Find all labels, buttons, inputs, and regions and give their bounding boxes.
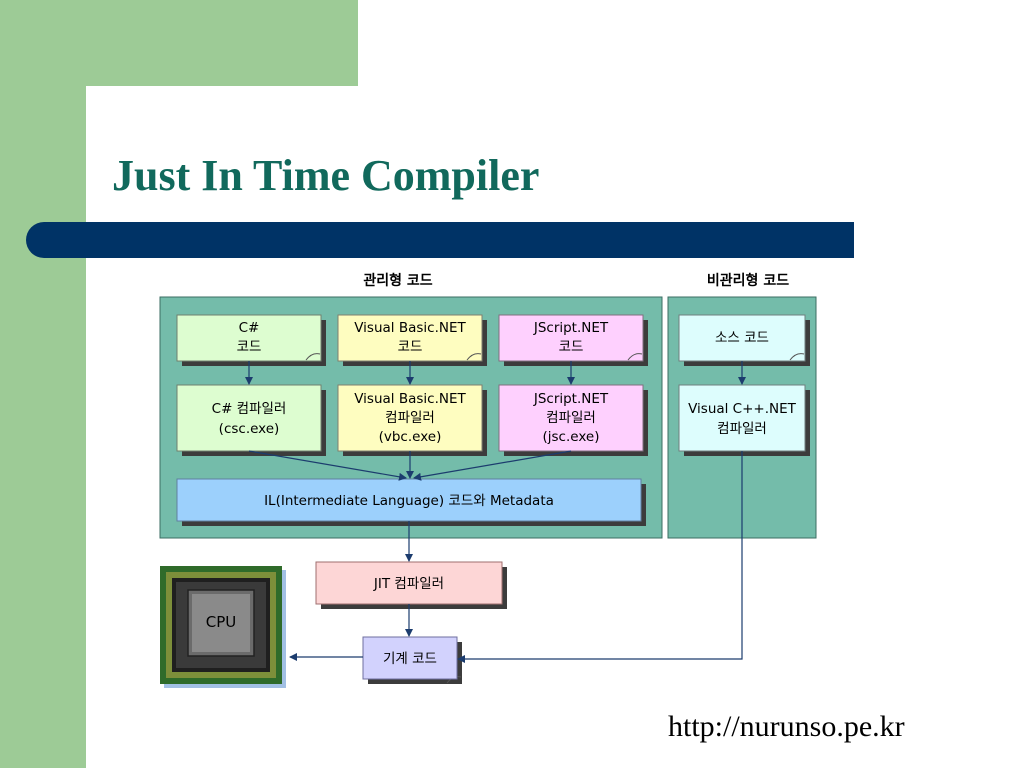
source-code-label: 소스 코드 xyxy=(715,330,769,346)
cpu-chip-icon xyxy=(160,566,286,688)
jscript-code-label-1: JScript.NET xyxy=(533,320,609,336)
source-url[interactable]: http://nurunso.pe.kr xyxy=(668,710,905,743)
vb-code-label-2: 코드 xyxy=(398,339,423,355)
jit-compiler-box xyxy=(315,561,503,605)
csharp-compiler-label-1: C# 컴파일러 xyxy=(212,401,287,417)
arrow-jscript-to-il xyxy=(413,450,572,481)
vb-code-box xyxy=(337,314,483,362)
green-top-band xyxy=(86,0,358,86)
vb-compiler-box xyxy=(337,384,483,452)
cpp-compiler-box xyxy=(678,384,806,452)
page-curl-icon xyxy=(466,353,482,361)
cpu-label: CPU xyxy=(206,613,237,631)
jscript-code-label-2: 코드 xyxy=(559,339,584,355)
arrow-cpp-to-machine xyxy=(457,451,743,663)
cpp-compiler-label-2: 컴파일러 xyxy=(717,421,767,437)
jscript-compiler-label-1: JScript.NET xyxy=(533,391,609,407)
csharp-code-label-2: 코드 xyxy=(237,339,262,355)
jscript-code-box xyxy=(498,314,644,362)
vb-compiler-label-1: Visual Basic.NET xyxy=(354,391,466,407)
vb-compiler-label-2: 컴파일러 xyxy=(385,410,435,426)
page-curl-icon xyxy=(305,353,321,361)
vb-compiler-label-3: (vbc.exe) xyxy=(379,429,442,445)
machine-code-label: 기계 코드 xyxy=(383,651,437,667)
machine-code-box xyxy=(362,636,458,680)
jscript-compiler-label-3: (jsc.exe) xyxy=(543,429,600,445)
arrow-csharp-to-il xyxy=(248,450,407,481)
csharp-code-label-1: C# xyxy=(239,320,260,336)
managed-code-header: 관리형 코드 xyxy=(363,272,432,289)
unmanaged-code-header: 비관리형 코드 xyxy=(707,272,789,289)
csharp-compiler-box xyxy=(176,384,322,452)
csharp-compiler-label-2: (csc.exe) xyxy=(219,421,280,437)
slide-title: Just In Time Compiler xyxy=(112,151,540,200)
vb-code-label-1: Visual Basic.NET xyxy=(354,320,466,336)
page-curl-icon xyxy=(789,353,805,361)
title-underline-bar xyxy=(26,222,854,258)
il-metadata-label: IL(Intermediate Language) 코드와 Metadata xyxy=(264,493,554,509)
source-code-box xyxy=(678,314,806,362)
jscript-compiler-label-2: 컴파일러 xyxy=(546,410,596,426)
green-side-band xyxy=(0,0,86,768)
page-curl-icon xyxy=(627,353,643,361)
cpp-compiler-label-1: Visual C++.NET xyxy=(688,401,797,417)
jit-compiler-label: JIT 컴파일러 xyxy=(373,576,444,592)
csharp-code-box xyxy=(176,314,322,362)
